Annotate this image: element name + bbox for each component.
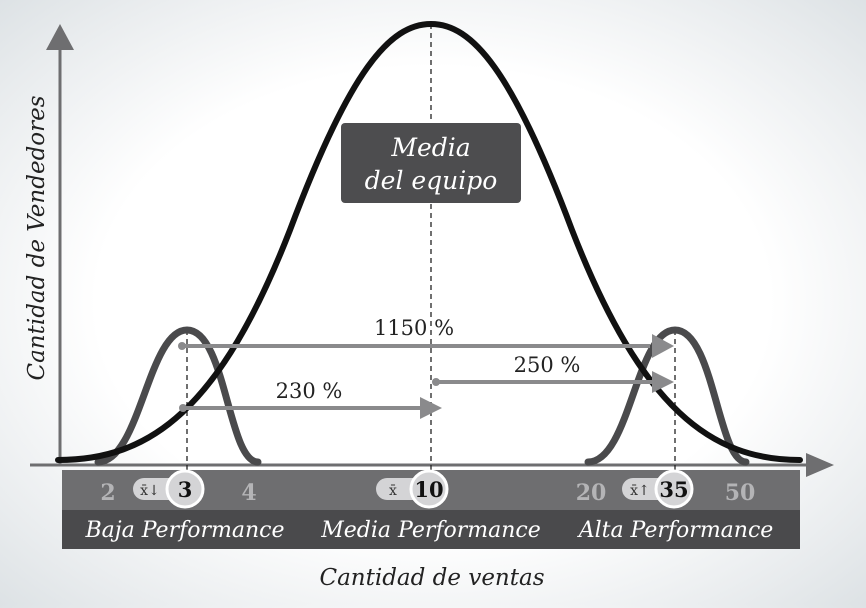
- category-mid: Media Performance: [320, 518, 541, 543]
- high-mean-value: 35: [659, 477, 688, 502]
- x-axis-label: Cantidad de ventas: [319, 565, 544, 591]
- low-mean-badge: x̄↓ 3: [133, 469, 205, 509]
- arrow-230-label: 230 %: [276, 379, 343, 403]
- low-mean-value: 3: [178, 477, 193, 502]
- high-mean-symbol: x̄↑: [630, 483, 650, 499]
- y-axis-arrowhead: [46, 24, 74, 50]
- arrow-1150-label: 1150 %: [374, 316, 454, 340]
- mid-mean-symbol: x̄: [389, 483, 397, 499]
- arrow-250-label: 250 %: [514, 353, 581, 377]
- arrow-230: [179, 397, 442, 419]
- y-axis-label: Cantidad de Vendedores: [24, 95, 50, 380]
- arrow-1150: [178, 334, 674, 358]
- team-distribution-curve: [55, 20, 803, 463]
- low-mean-symbol: x̄↓: [140, 483, 160, 499]
- x-axis-arrowhead: [806, 453, 834, 477]
- mean-box-line1: Media: [390, 133, 470, 162]
- scale-low-max: 4: [241, 480, 256, 506]
- category-low: Baja Performance: [85, 518, 285, 543]
- mid-mean-value: 10: [414, 477, 443, 502]
- category-bar: [62, 510, 800, 549]
- high-performance-curve: [584, 326, 750, 466]
- arrow-250: [432, 371, 674, 393]
- low-performance-curve: [94, 326, 262, 466]
- mean-box: [341, 123, 521, 203]
- scale-high-max: 50: [725, 480, 756, 506]
- high-mean-badge: x̄↑ 35: [622, 469, 694, 509]
- mid-mean-badge: x̄ 10: [376, 469, 449, 509]
- scale-high-min: 20: [576, 480, 607, 506]
- mean-box-line2: del equipo: [365, 166, 498, 195]
- category-high: Alta Performance: [577, 518, 774, 543]
- scale-low-min: 2: [100, 480, 115, 506]
